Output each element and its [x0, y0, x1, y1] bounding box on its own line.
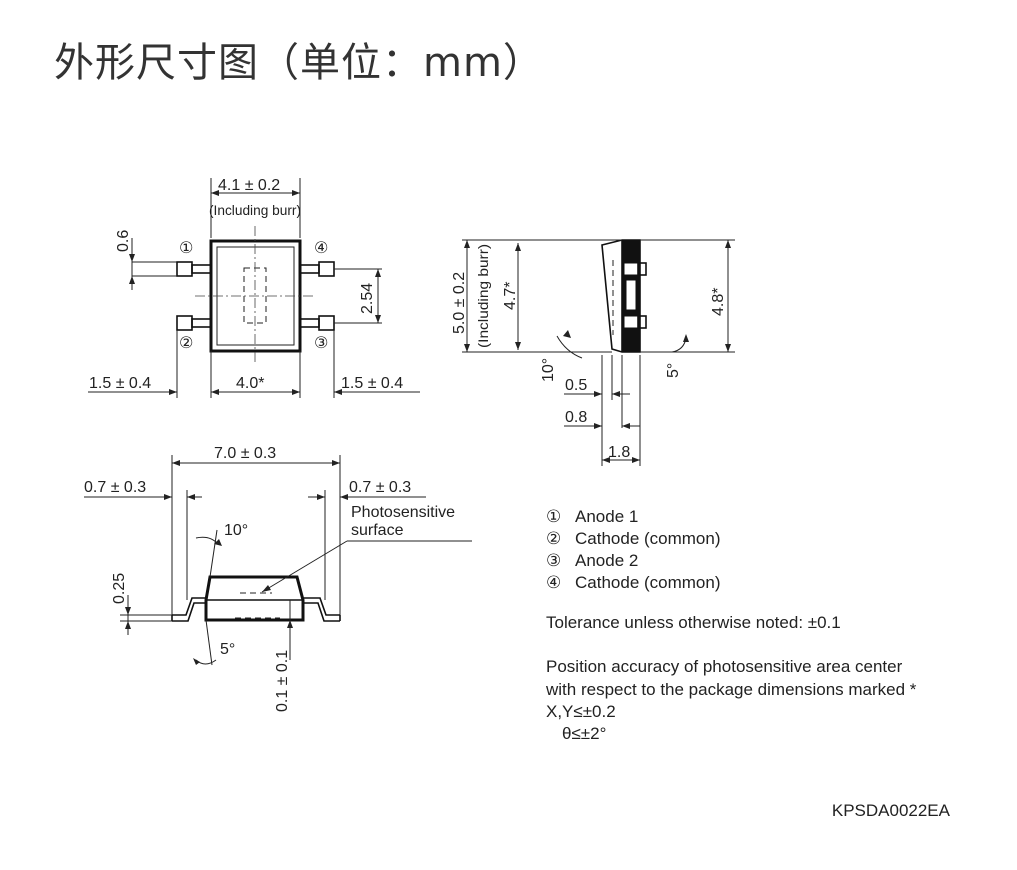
front-lead-left [172, 602, 206, 622]
side-dim-18-label: 1.8 [608, 444, 630, 461]
photosensitive-label-line1: Photosensitive [351, 504, 455, 521]
photosensitive-label-line2: surface [351, 522, 404, 539]
legend-num-4: ④ [546, 573, 561, 592]
side-dim-08-label: 0.8 [565, 409, 587, 426]
pin-3-label: ③ [314, 335, 328, 352]
dim-burr-label: (Including burr) [209, 202, 301, 218]
front-width-label: 7.0 ± 0.3 [214, 445, 276, 462]
pin-4-label: ④ [314, 240, 328, 257]
legend-label-3: Anode 2 [575, 551, 638, 570]
side-right-height-label: 4.8* [710, 288, 727, 316]
side-lead-top [623, 262, 639, 276]
lead-3 [318, 315, 335, 331]
top-view: ① ② ④ ③ 4.1 ± 0.2 (Including burr) 0.6 2… [88, 177, 420, 398]
dim-width-label: 4.1 ± 0.2 [218, 177, 280, 194]
tolerance-note: Tolerance unless otherwise noted: ±0.1 [546, 613, 841, 632]
side-angle-right-label: 5° [665, 363, 682, 378]
legend-num-1: ① [546, 507, 561, 526]
drawing-code: KPSDA0022EA [832, 801, 951, 820]
front-lead-right [303, 602, 340, 622]
position-note-line1: Position accuracy of photosensitive area… [546, 657, 903, 676]
side-height-label: 5.0 ± 0.2 [451, 272, 468, 334]
front-view-body [204, 575, 305, 622]
side-dim-05-label: 0.5 [565, 377, 587, 394]
position-accuracy-note: Position accuracy of photosensitive area… [545, 657, 917, 743]
pin-2-label: ② [179, 335, 193, 352]
side-lead-bottom [623, 315, 639, 329]
front-angle-bottom-label: 5° [220, 641, 235, 658]
legend-num-3: ③ [546, 551, 561, 570]
dim-pitch-label: 2.54 [359, 283, 376, 314]
lead-1 [176, 261, 193, 277]
front-view: 7.0 ± 0.3 0.7 ± 0.3 0.7 ± 0.3 10° [84, 445, 472, 712]
side-view: 5.0 ± 0.2 (Including burr) 4.7* 4.8* 10°… [451, 239, 735, 466]
dim-body-label: 4.0* [236, 375, 264, 392]
dim-lead-height-label: 0.6 [115, 230, 132, 252]
side-inner-height-label: 4.7* [502, 282, 519, 310]
dim-lead-left-label: 1.5 ± 0.4 [89, 375, 151, 392]
position-note-line2: with respect to the package dimensions m… [545, 680, 917, 699]
front-angle-top-label: 10° [224, 522, 248, 539]
front-lead-left-label: 0.7 ± 0.3 [84, 479, 146, 496]
legend-num-2: ② [546, 529, 561, 548]
position-note-line3: X,Y≤±0.2 [546, 702, 616, 721]
position-note-line4: θ≤±2° [562, 724, 606, 743]
side-angle-left-label: 10° [540, 358, 557, 382]
front-lead-right-label: 0.7 ± 0.3 [349, 479, 411, 496]
dim-lead-right-label: 1.5 ± 0.4 [341, 375, 403, 392]
page-title: 外形尺寸图（单位：mm） [54, 40, 544, 86]
pin-legend: ① Anode 1 ② Cathode (common) ③ Anode 2 ④… [546, 507, 721, 592]
legend-label-1: Anode 1 [575, 507, 638, 526]
legend-label-2: Cathode (common) [575, 529, 721, 548]
front-standoff-label: 0.1 ± 0.1 [274, 650, 291, 712]
side-burr-label: (Including burr) [475, 244, 491, 348]
lead-4 [318, 261, 335, 277]
pin-1-label: ① [179, 240, 193, 257]
lead-2 [176, 315, 193, 331]
front-lead-thickness-label: 0.25 [111, 573, 128, 604]
legend-label-4: Cathode (common) [575, 573, 721, 592]
